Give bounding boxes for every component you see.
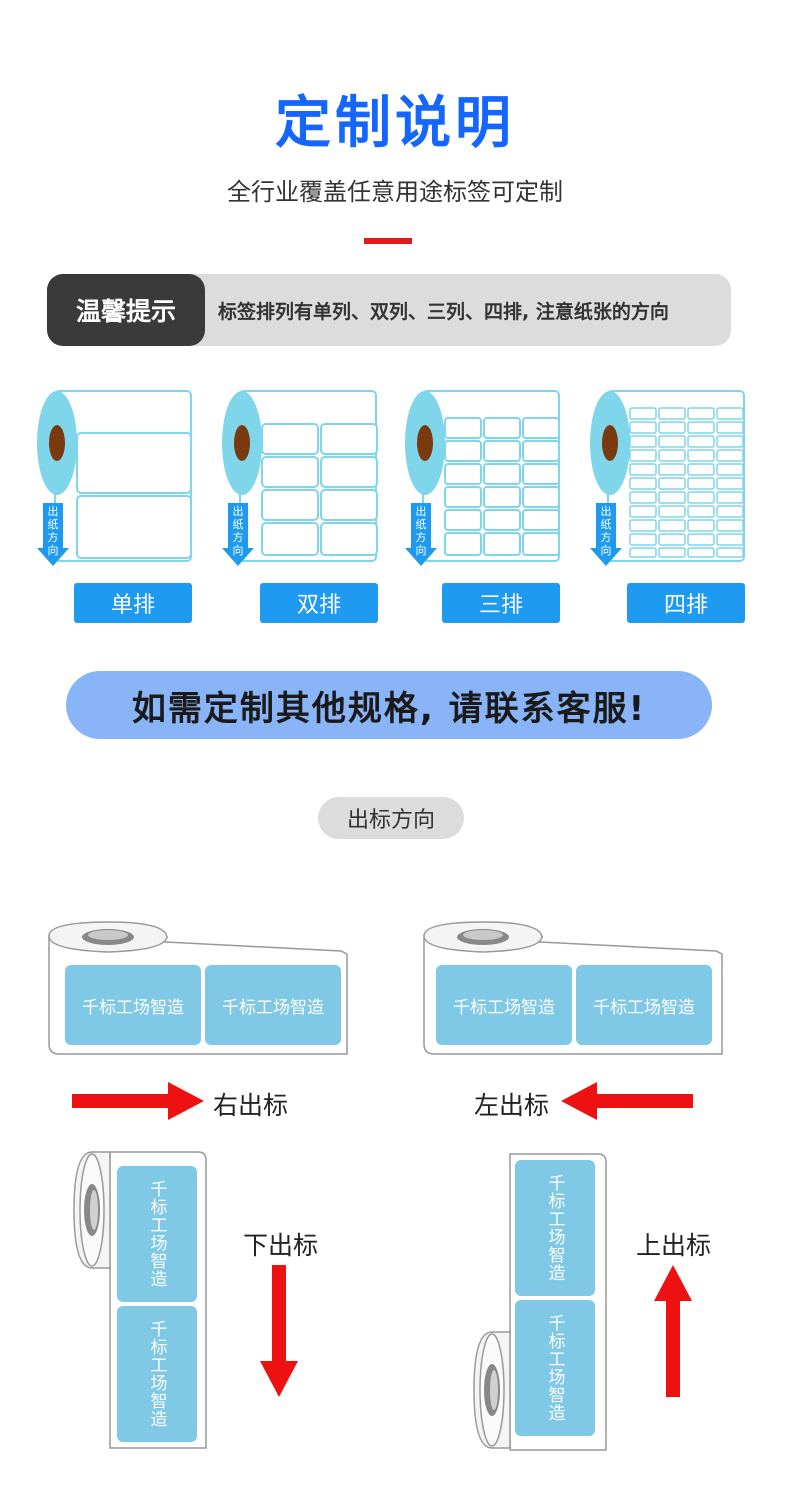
svg-text:纸: 纸: [601, 518, 612, 531]
tip-text: 标签排列有单列、双列、三列、四排, 注意纸张的方向: [218, 300, 669, 323]
svg-text:向: 向: [416, 543, 427, 557]
triple-row-label: 三排: [442, 583, 560, 623]
svg-text:出: 出: [48, 504, 59, 518]
svg-text:方: 方: [416, 530, 427, 544]
tip-badge: 温馨提示: [47, 274, 205, 346]
label-tag: 千标工场智造: [117, 1166, 197, 1302]
svg-text:纸: 纸: [48, 518, 59, 531]
single-row-label: 单排: [74, 583, 192, 623]
svg-text:方: 方: [233, 530, 244, 544]
svg-text:出: 出: [416, 504, 427, 518]
label-tag: 千标工场智造: [205, 965, 341, 1045]
label-tag: 千标工场智造: [436, 965, 572, 1045]
single-row-roll-illustration: 出 纸 方 向: [37, 390, 192, 566]
svg-text:向: 向: [601, 543, 612, 557]
svg-text:出: 出: [233, 504, 244, 518]
svg-text:向: 向: [48, 543, 59, 557]
svg-text:向: 向: [233, 543, 244, 557]
page-subtitle: 全行业覆盖任意用途标签可定制: [227, 178, 563, 206]
title-divider: [364, 238, 412, 244]
left-arrow-icon: [561, 1082, 693, 1120]
svg-text:纸: 纸: [233, 518, 244, 531]
down-arrow-icon: [260, 1265, 298, 1397]
label-tag: 千标工场智造: [65, 965, 201, 1045]
label-tag: 千标工场智造: [515, 1160, 595, 1296]
label-tag: 千标工场智造: [117, 1306, 197, 1442]
svg-text:方: 方: [601, 530, 612, 544]
up-out-label: 上出标: [636, 1231, 712, 1260]
right-arrow-icon: [72, 1082, 204, 1120]
quad-row-roll-illustration: 出 纸 方 向: [590, 390, 745, 566]
svg-text:方: 方: [48, 530, 59, 544]
down-out-label: 下出标: [243, 1231, 319, 1260]
label-tag: 千标工场智造: [515, 1300, 595, 1436]
contact-service-banner: 如需定制其他规格, 请联系客服!: [66, 671, 712, 739]
direction-section-title: 出标方向: [318, 797, 464, 839]
page-title: 定制说明: [275, 91, 515, 156]
left-out-label: 左出标: [474, 1091, 550, 1120]
svg-text:出: 出: [601, 504, 612, 518]
right-out-label: 右出标: [213, 1091, 289, 1120]
triple-row-roll-illustration: 出 纸 方 向: [405, 390, 560, 566]
double-row-label: 双排: [260, 583, 378, 623]
label-tag: 千标工场智造: [576, 965, 712, 1045]
svg-text:纸: 纸: [416, 518, 427, 531]
up-arrow-icon: [654, 1265, 692, 1397]
quad-row-label: 四排: [627, 583, 745, 623]
double-row-roll-illustration: 出 纸 方 向: [222, 390, 378, 566]
